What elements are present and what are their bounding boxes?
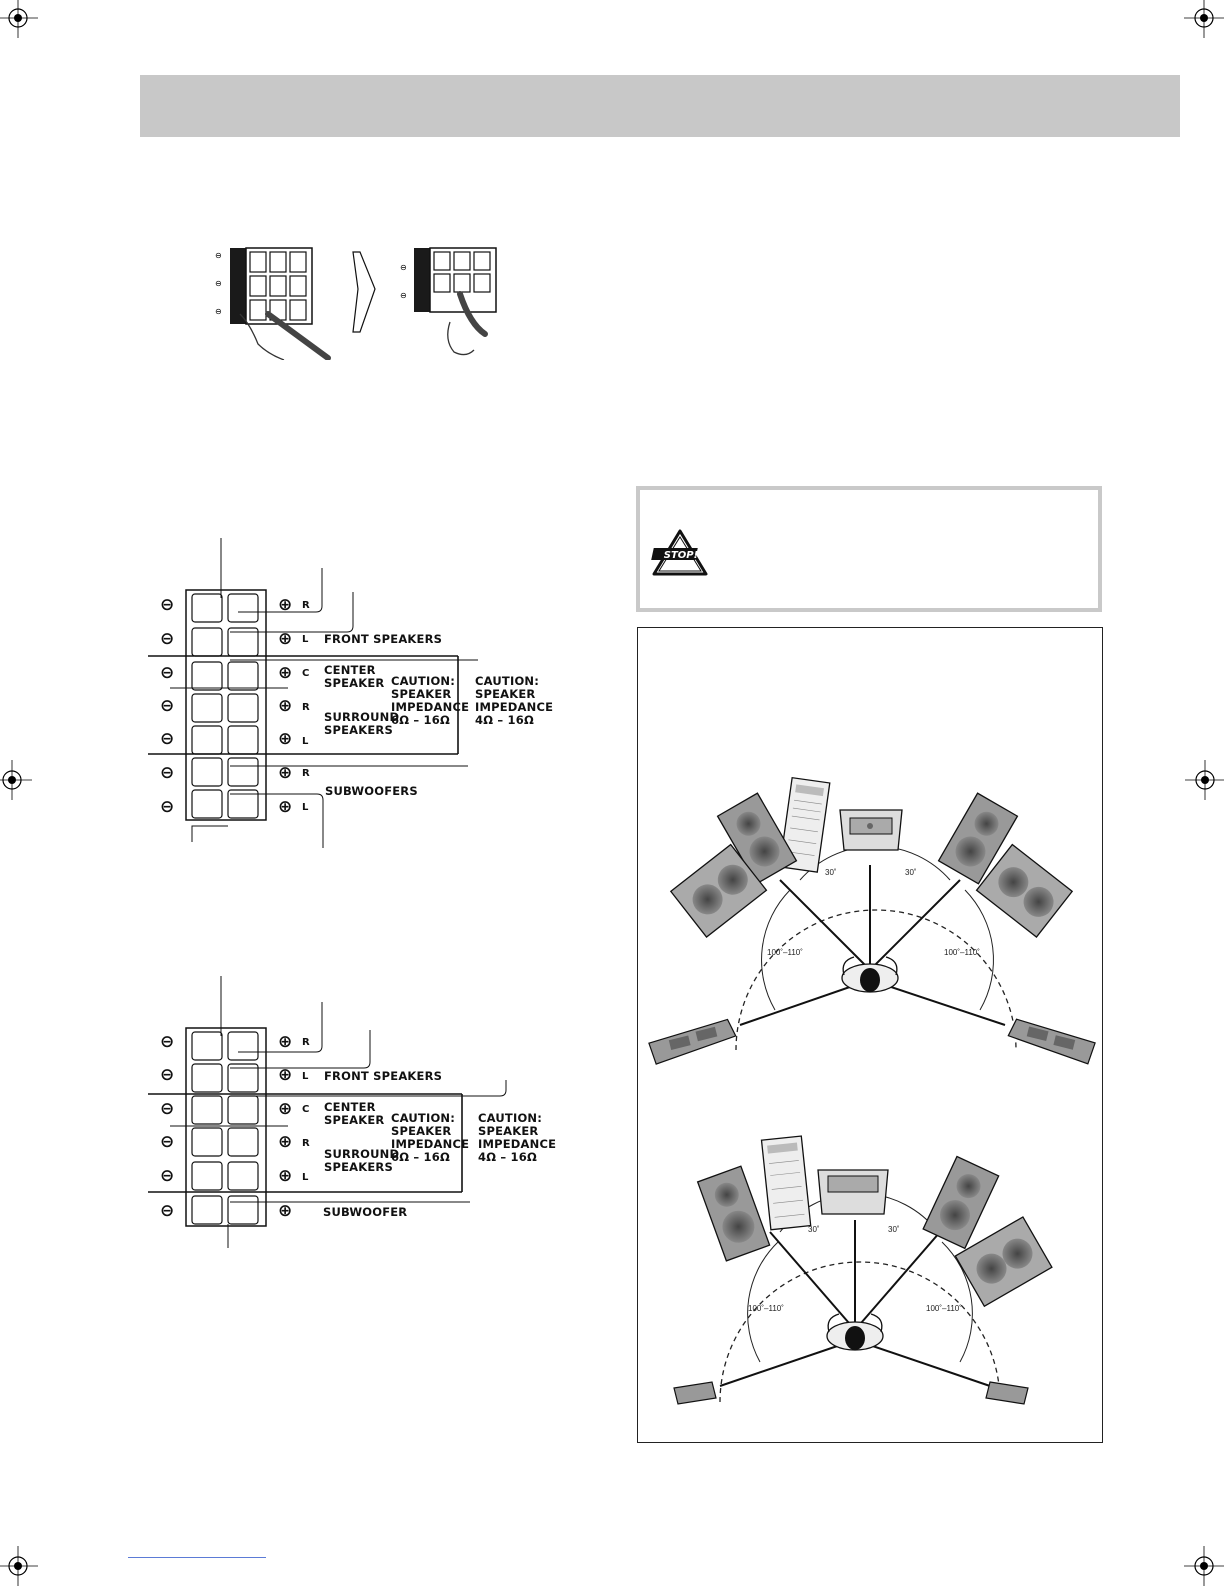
wide-angle-label-left-2: 100˚–110˚ [748,1304,784,1313]
plus-terminal-2: ⊕ [278,629,293,649]
plus-terminal-2-4: ⊕ [278,1132,293,1152]
surround-speakers-label-2: SURROUND SPEAKERS [324,1147,400,1174]
center-speaker-label: CENTER SPEAKER [324,663,385,690]
channel-label-2-1: R [302,1037,310,1048]
minus-terminal-7: ⊖ [160,797,175,817]
channel-label-4: R [302,702,310,713]
speaker-terminal-diagram-6ch [148,976,507,1248]
wide-angle-label-left: 100˚–110˚ [767,948,803,957]
plus-terminal-2-3: ⊕ [278,1099,293,1119]
caution-impedance-6-16-2: CAUTION: SPEAKER IMPEDANCE 6Ω – 16Ω [391,1111,470,1164]
minus-terminal-2: ⊖ [160,629,175,649]
plus-terminal-4: ⊕ [278,696,293,716]
channel-label-2-5: L [302,1172,309,1183]
plus-terminal-5: ⊕ [278,729,293,749]
front-left-speaker-graphic [716,792,798,885]
channel-label-2: L [302,634,309,645]
minus-terminal-2-5: ⊖ [160,1166,175,1186]
svg-text:⊖: ⊖ [215,279,222,288]
front-right-speaker-graphic-2 [922,1155,1000,1250]
subwoofer-label: SUBWOOFER [323,1205,408,1219]
plus-terminal-7: ⊕ [278,797,293,817]
minus-terminal-4: ⊖ [160,696,175,716]
surround-speakers-label: SURROUND SPEAKERS [324,710,400,737]
center-speaker-graphic [839,809,903,851]
channel-label-1: R [302,600,310,611]
terminal-block-before: ⊖ ⊖ ⊖ [215,247,331,360]
stop-warning-icon: STOP! [651,529,708,576]
stop-warning-box [636,486,1102,612]
registration-mark-top-right [1184,0,1224,38]
speaker-terminal-diagram-7ch [148,538,478,848]
angle-label-left: 30˚ [825,868,837,877]
subwoofer-graphic-2 [954,1216,1053,1308]
stop-icon-text: STOP! [664,550,698,561]
speaker-placement-7ch-illustration [648,776,1096,1065]
channel-label-3: C [302,668,310,679]
registration-mark-bottom-right [1184,1546,1224,1586]
channel-label-2-3: C [302,1104,310,1115]
registration-mark-top-left [0,0,38,38]
minus-terminal-2-1: ⊖ [160,1032,175,1052]
channel-label-2-2: L [302,1071,309,1082]
plus-terminal-2-1: ⊕ [278,1032,293,1052]
listener-graphic [841,956,899,993]
channel-label-2-4: R [302,1138,310,1149]
angle-label-right: 30˚ [905,868,917,877]
minus-terminal-2-6: ⊖ [160,1201,175,1221]
plus-terminal-3: ⊕ [278,663,293,683]
front-speakers-label-2: FRONT SPEAKERS [324,1069,443,1083]
svg-text:⊖: ⊖ [400,263,407,272]
terminal-block-after: ⊖ ⊖ [400,247,497,356]
surround-left-speaker-graphic-2 [673,1381,717,1405]
front-left-speaker-graphic-2 [696,1165,771,1262]
caution-impedance-4-16-2: CAUTION: SPEAKER IMPEDANCE 4Ω – 16Ω [478,1111,557,1164]
plus-terminal-6: ⊕ [278,763,293,783]
minus-terminal-2-2: ⊖ [160,1065,175,1085]
plus-terminal-2-6: ⊕ [278,1201,293,1221]
center-speaker-graphic-2 [817,1169,889,1215]
wide-angle-label-right: 100˚–110˚ [944,948,980,957]
center-speaker-label-2: CENTER SPEAKER [324,1100,385,1127]
minus-terminal-6: ⊖ [160,763,175,783]
channel-label-5: L [302,736,309,747]
angle-label-right-2: 30˚ [888,1225,900,1234]
main-unit-graphic-2 [760,1135,812,1231]
footer-link-underline[interactable] [128,1557,266,1558]
front-right-speaker-graphic [937,792,1019,885]
channel-label-6: R [302,768,310,779]
minus-terminal-2-3: ⊖ [160,1099,175,1119]
caution-impedance-6-16: CAUTION: SPEAKER IMPEDANCE 6Ω – 16Ω [391,674,470,727]
listener-graphic-2 [826,1313,884,1351]
wire-connection-illustration: ⊖ ⊖ ⊖ ⊖ ⊖ [215,247,497,360]
angle-label-left-2: 30˚ [808,1225,820,1234]
registration-mark-mid-left [0,760,32,800]
minus-terminal-1: ⊖ [160,595,175,615]
subwoofers-label: SUBWOOFERS [325,784,418,798]
channel-label-7: L [302,802,309,813]
minus-terminal-3: ⊖ [160,663,175,683]
surround-right-speaker-graphic [1007,1018,1096,1065]
section-header-band [140,75,1180,137]
minus-terminal-2-4: ⊖ [160,1132,175,1152]
caution-impedance-4-16: CAUTION: SPEAKER IMPEDANCE 4Ω – 16Ω [475,674,554,727]
wide-angle-label-right-2: 100˚–110˚ [926,1304,962,1313]
plus-terminal-2-2: ⊕ [278,1065,293,1085]
svg-text:⊖: ⊖ [215,307,222,316]
main-unit-graphic [778,776,831,873]
surround-left-speaker-graphic [648,1018,737,1065]
svg-text:⊖: ⊖ [400,291,407,300]
subwoofer-left-graphic [669,843,768,938]
surround-right-speaker-graphic-2 [985,1381,1029,1405]
arrow-right-icon [352,251,376,333]
front-speakers-label: FRONT SPEAKERS [324,632,443,646]
plus-terminal-1: ⊕ [278,595,293,615]
subwoofer-right-graphic [975,843,1074,938]
plus-terminal-2-5: ⊕ [278,1166,293,1186]
registration-mark-bottom-left [0,1546,38,1586]
minus-terminal-5: ⊖ [160,729,175,749]
svg-text:⊖: ⊖ [215,251,222,260]
registration-mark-mid-right [1185,760,1224,800]
speaker-placement-6ch-illustration [673,1135,1053,1405]
